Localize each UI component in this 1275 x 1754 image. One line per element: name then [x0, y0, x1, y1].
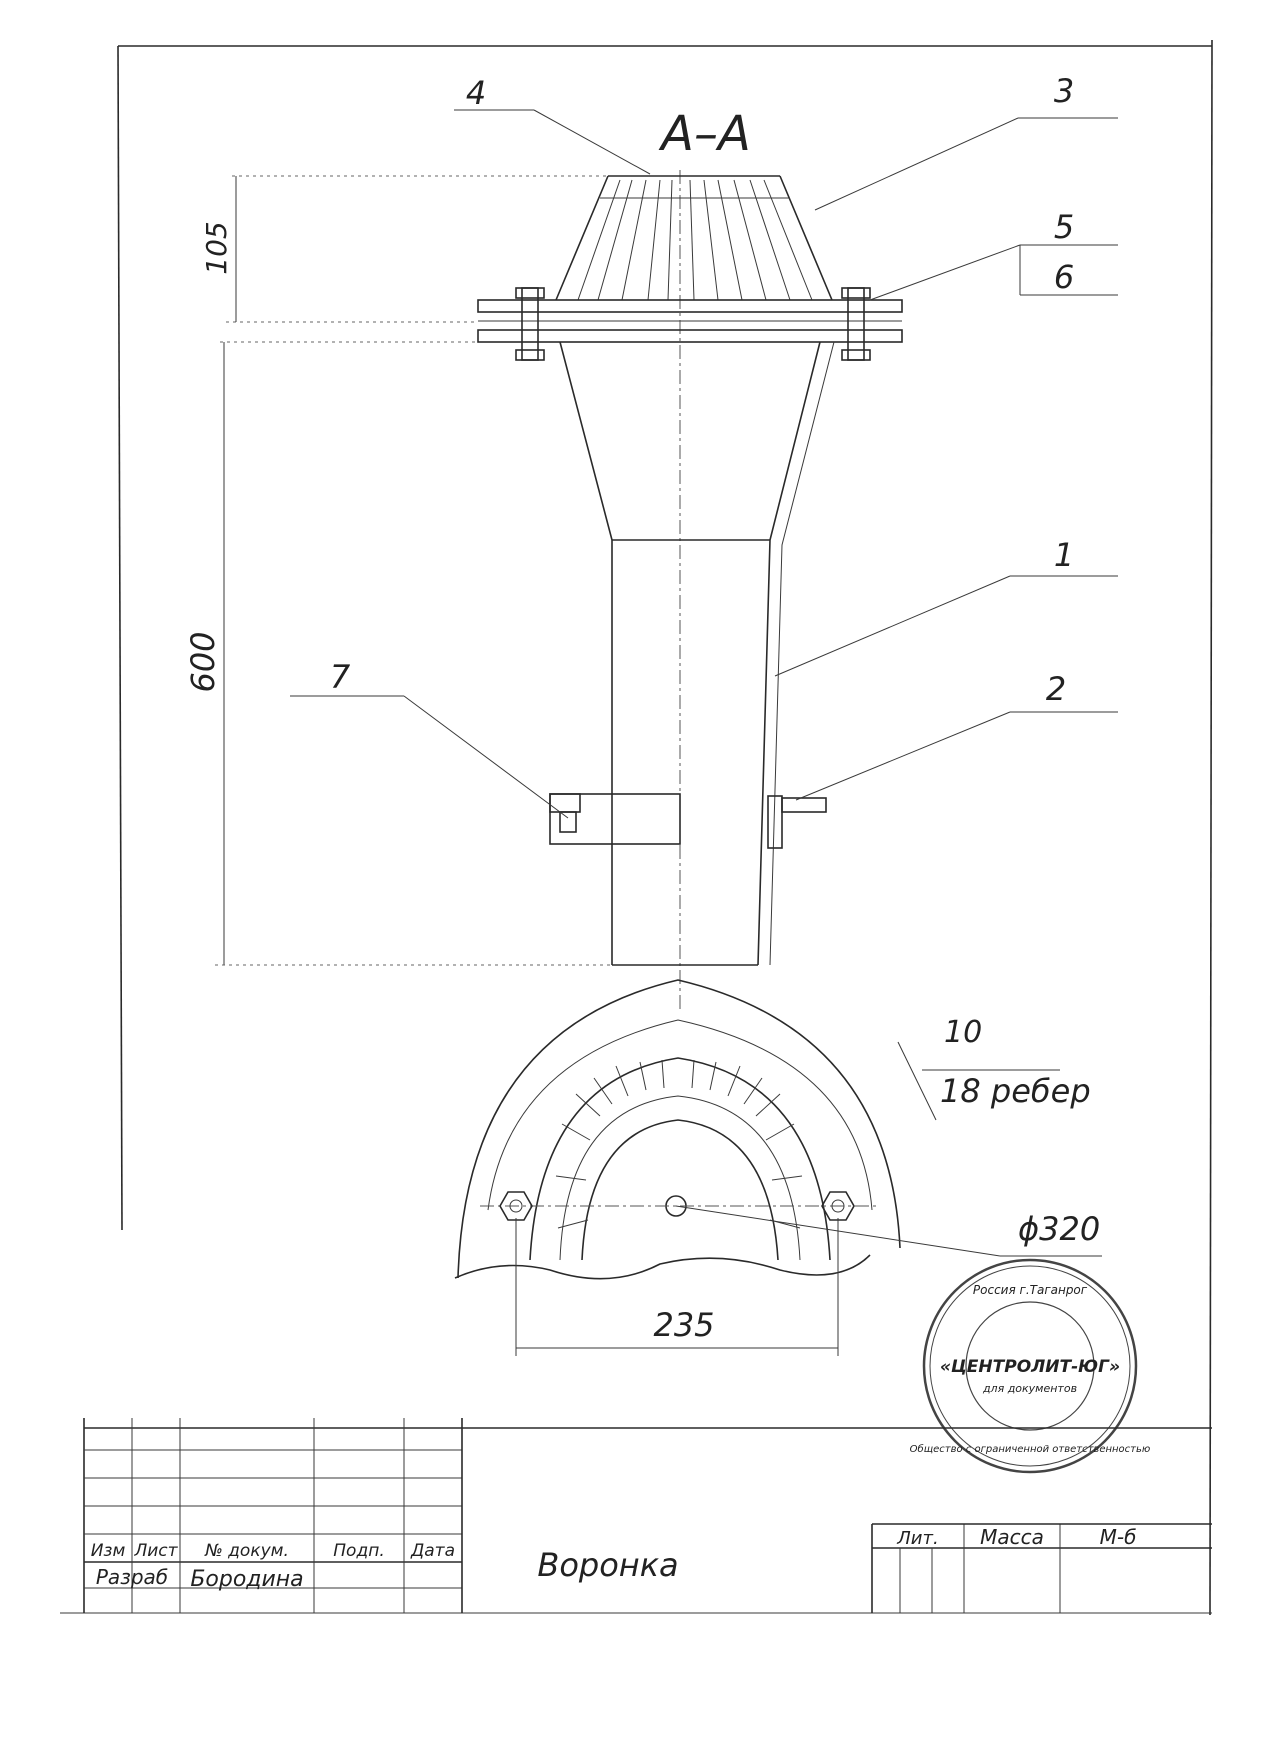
- title-block-header-list: Лист: [133, 1541, 178, 1561]
- dimension-rib-count: 18 ребер: [940, 1072, 1091, 1110]
- callout-part-2: 2: [1046, 670, 1066, 708]
- dimension-lines: [215, 175, 1102, 1356]
- title-block-header-sign: Подп.: [333, 1541, 384, 1561]
- drawing-frame: [60, 39, 1213, 1616]
- flanges: [477, 287, 903, 361]
- title-block: Изм Лист № докум. Подп. Дата Разраб Боро…: [83, 1418, 1212, 1613]
- funnel-section-view: [477, 170, 903, 1010]
- company-stamp: Россия г.Таганрог «ЦЕНТРОЛИТ-ЮГ» для док…: [910, 1258, 1151, 1474]
- title-block-header-izm: Изм: [91, 1541, 126, 1561]
- clamp-and-bracket: [549, 793, 827, 849]
- funnel-plan-view: [454, 979, 901, 1280]
- stamp-sub-text: для документов: [982, 1382, 1077, 1395]
- stamp-bottom-text: Общество с ограниченной ответственностью: [910, 1443, 1151, 1455]
- callout-part-3: 3: [1054, 72, 1074, 110]
- title-block-col-mass: Масса: [980, 1525, 1044, 1549]
- title-block-developer-role: Разраб: [96, 1565, 168, 1589]
- callout-part-6: 6: [1054, 258, 1074, 296]
- stamp-top-text: Россия г.Таганрог: [973, 1283, 1088, 1297]
- callout-part-7: 7: [330, 658, 351, 696]
- callout-leaders: [290, 109, 1118, 819]
- callout-part-1: 1: [1054, 536, 1074, 574]
- dimension-diameter: ϕ320: [1018, 1210, 1100, 1248]
- stamp-center-text: «ЦЕНТРОЛИТ-ЮГ»: [940, 1357, 1120, 1377]
- title-block-header-doc: № докум.: [204, 1541, 289, 1561]
- title-block-col-lit: Лит.: [896, 1528, 938, 1549]
- title-block-developer-name: Бородина: [190, 1567, 303, 1592]
- callout-part-5: 5: [1054, 208, 1074, 246]
- conical-grate: [555, 175, 833, 301]
- funnel-body: [559, 341, 835, 966]
- dimension-rib-thickness: 10: [944, 1015, 982, 1050]
- dimension-600: 600: [184, 631, 222, 692]
- drawing-name: Воронка: [537, 1546, 678, 1584]
- section-view-label: А–А: [658, 106, 751, 162]
- dimension-bolt-spacing: 235: [653, 1306, 714, 1344]
- title-block-header-date: Дата: [410, 1541, 455, 1561]
- callout-part-4: 4: [466, 74, 486, 112]
- dimension-105: 105: [200, 221, 233, 274]
- title-block-col-scale: М-б: [1100, 1525, 1137, 1549]
